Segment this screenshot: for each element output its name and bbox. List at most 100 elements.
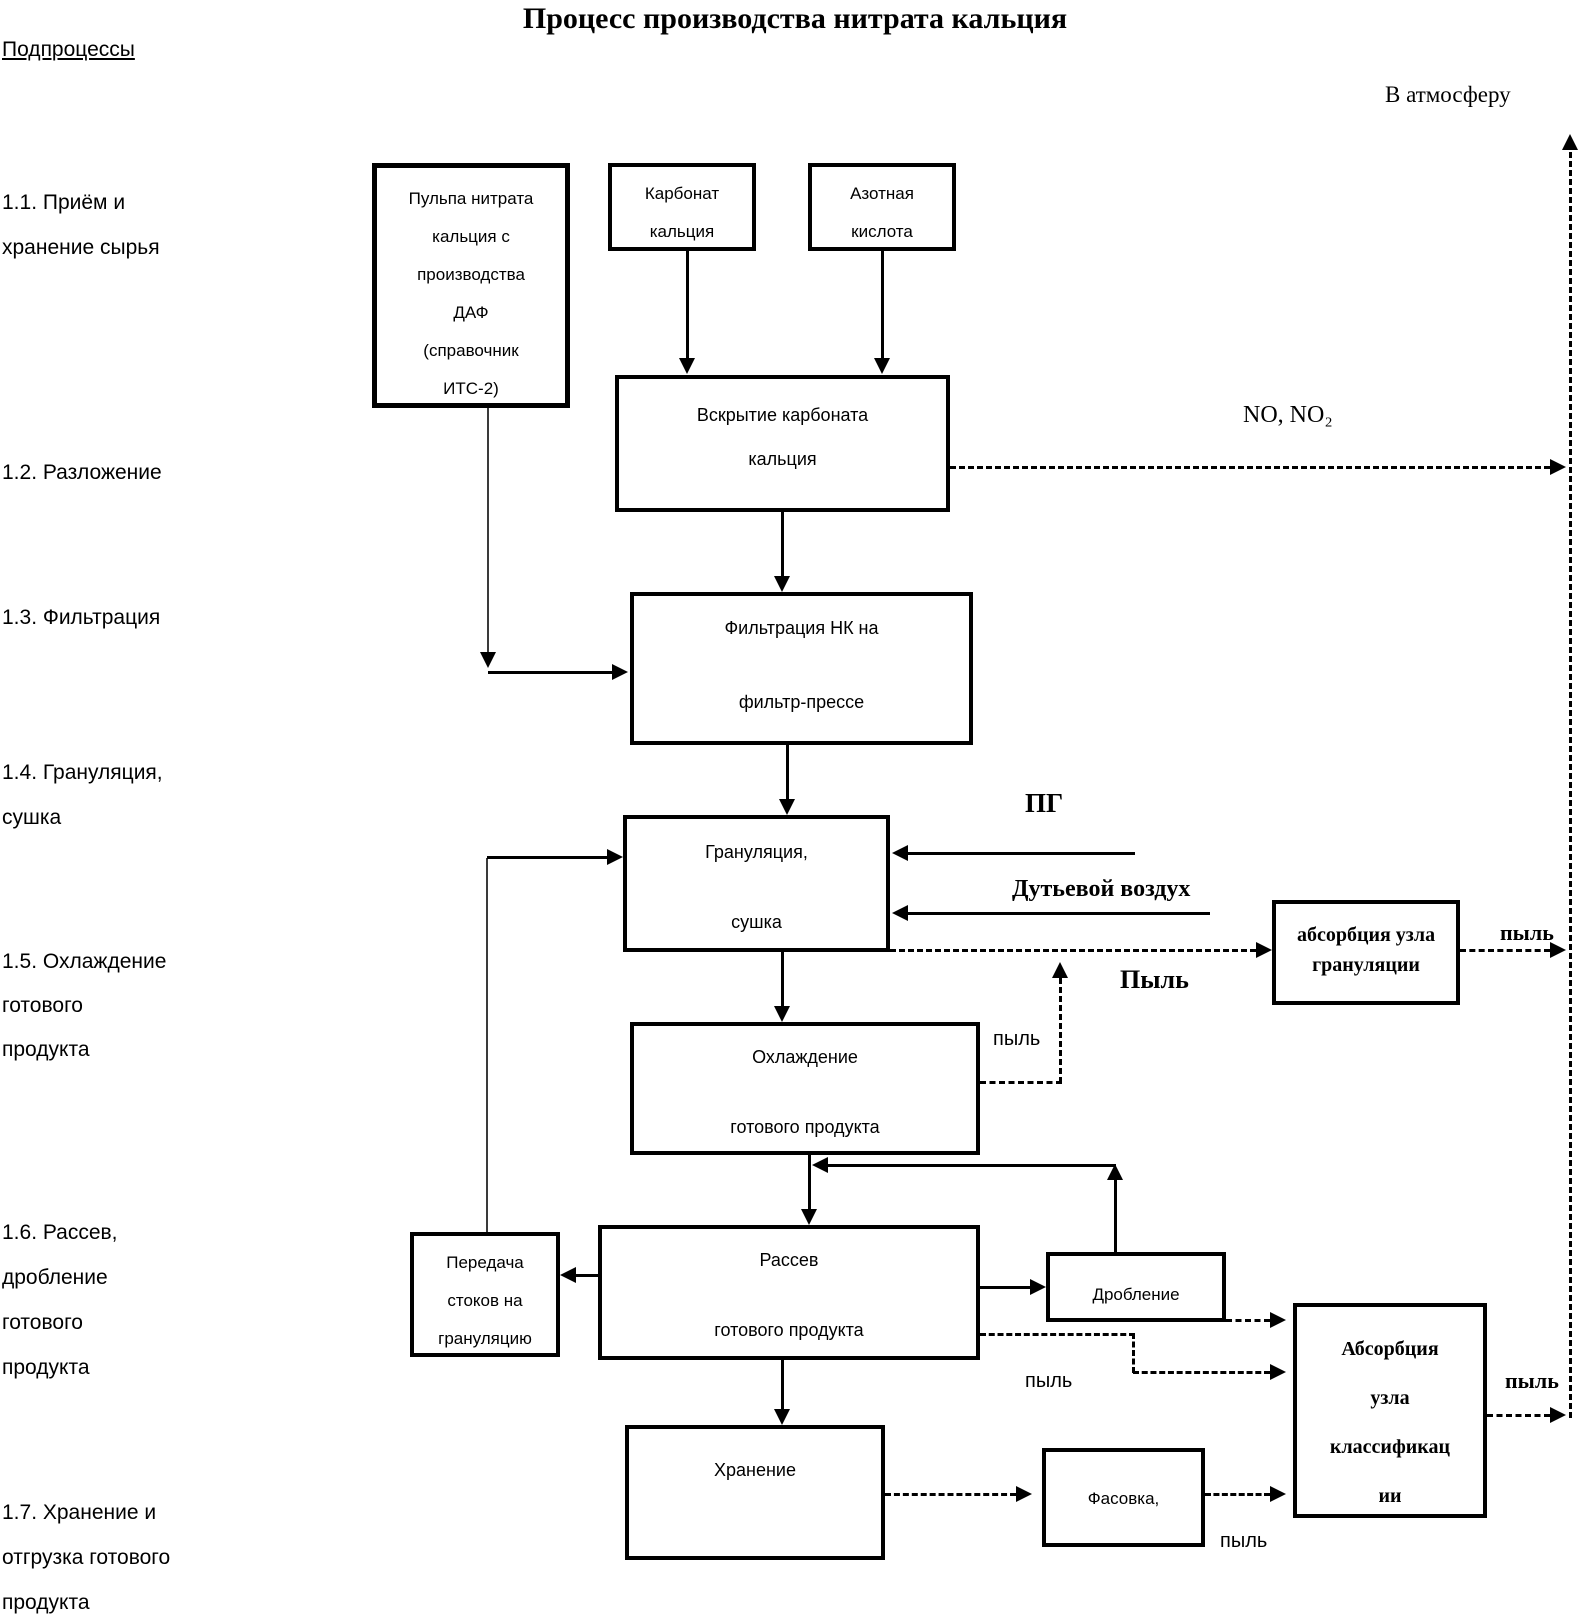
line-cooling-dust-out <box>980 1081 1062 1084</box>
line-pulp-down <box>487 408 489 652</box>
line-atmosphere-riser <box>1569 152 1572 1418</box>
box-transfer-label: Передача стоков на грануляцию <box>438 1253 532 1348</box>
arrowhead-sieving-to-crushing <box>1030 1279 1046 1295</box>
line-opening-to-filtration <box>781 512 784 576</box>
arrowhead-acid-to-opening <box>874 358 890 374</box>
box-opening-label: Вскрытие карбоната кальция <box>696 405 869 469</box>
line-sieving-to-transfer <box>576 1274 598 1277</box>
to-atmosphere-label: В атмосферу <box>1385 82 1511 107</box>
arrowhead-blast-air-in <box>892 905 908 921</box>
box-pulp: Пульпа нитрата кальция с производства ДА… <box>372 163 570 408</box>
box-filtration: Фильтрация НК на фильтр-прессе <box>630 592 973 745</box>
line-pulp-to-filtration <box>488 671 612 674</box>
line-transfer-up <box>486 858 488 1232</box>
arrowhead-sieving-to-storage <box>774 1409 790 1425</box>
arrowhead-abs-granulation-to-atmosphere <box>1550 942 1566 958</box>
line-transfer-to-granulation <box>487 856 607 859</box>
box-packing-label: Фасовка, <box>1087 1489 1160 1508</box>
line-cooling-to-sieving <box>808 1155 811 1209</box>
box-nitric-acid: Азотная кислота <box>808 163 956 251</box>
subprocess-heading: Подпроцессы <box>2 38 135 61</box>
box-carbonate-label: Карбонат кальция <box>644 184 720 241</box>
box-filtration-label: Фильтрация НК на фильтр-прессе <box>724 618 879 712</box>
arrowhead-granulation-dust-to-absorber <box>1256 942 1272 958</box>
box-storage: Хранение <box>625 1425 885 1560</box>
line-cooling-dust-up <box>1059 978 1062 1083</box>
line-abs-classification-to-atmosphere <box>1487 1414 1550 1417</box>
box-carbonate: Карбонат кальция <box>608 163 756 251</box>
subprocess-1-7: 1.7. Хранение и отгрузка готового продук… <box>2 1501 171 1614</box>
arrowhead-atmosphere-riser <box>1562 134 1578 150</box>
dust-label-granulation: Пыль <box>1120 965 1189 994</box>
arrowhead-pulp-to-filtration <box>612 664 628 680</box>
box-crushing-label: Дробление <box>1092 1285 1180 1304</box>
arrowhead-cooling-to-sieving <box>801 1209 817 1225</box>
box-pulp-label: Пульпа нитрата кальция с производства ДА… <box>408 189 534 398</box>
process-gas-label: ПГ <box>1025 788 1064 818</box>
arrowhead-carbonate-to-opening <box>679 358 695 374</box>
subprocess-1-4: 1.4. Грануляция, сушка <box>2 761 163 829</box>
arrowhead-process-gas-in <box>892 845 908 861</box>
line-sieving-to-crushing <box>980 1286 1030 1289</box>
line-blast-air-in <box>908 912 1210 915</box>
arrowhead-sieving-dust-to-absorber <box>1270 1364 1286 1380</box>
line-abs-granulation-to-atmosphere <box>1460 949 1550 952</box>
subprocess-1-6: 1.6. Рассев, дробление готового продукта <box>2 1221 118 1379</box>
box-opening: Вскрытие карбоната кальция <box>615 375 950 512</box>
line-crushing-dust-to-absorber <box>1226 1319 1270 1322</box>
line-sieving-dust-down <box>1132 1333 1135 1373</box>
line-no-nox-emission <box>950 466 1550 469</box>
box-granulation-label: Грануляция, сушка <box>705 842 808 932</box>
box-sieving-label: Рассев готового продукта <box>714 1250 864 1340</box>
subprocess-1-3: 1.3. Фильтрация <box>2 606 161 629</box>
arrowhead-packing-dust-to-absorber <box>1270 1486 1286 1502</box>
line-crushing-return-left <box>824 1164 1116 1167</box>
arrowhead-crushing-return-left <box>812 1157 828 1173</box>
arrowhead-crushing-return-up <box>1107 1164 1123 1180</box>
line-granulation-to-cooling <box>781 952 784 1006</box>
arrowhead-opening-to-filtration <box>774 576 790 592</box>
box-nitric-acid-label: Азотная кислота <box>850 184 914 241</box>
line-packing-dust-to-absorber <box>1205 1493 1270 1496</box>
arrowhead-storage-to-packing <box>1016 1486 1032 1502</box>
dust-label-packing: пыль <box>1220 1530 1268 1552</box>
line-acid-to-opening <box>881 250 884 358</box>
box-absorption-classification-label: Абсорбция узла классификац ии <box>1329 1338 1451 1507</box>
arrowhead-transfer-to-granulation <box>607 849 623 865</box>
box-sieving: Рассев готового продукта <box>598 1225 980 1360</box>
line-granulation-dust-to-absorber <box>890 949 1256 952</box>
line-filtration-to-granulation <box>786 745 789 799</box>
arrowhead-sieving-to-transfer <box>560 1267 576 1283</box>
blast-air-label: Дутьевой воздух <box>1012 876 1191 902</box>
line-carbonate-to-opening <box>686 250 689 358</box>
box-absorption-granulation: абсорбция узла грануляции <box>1272 900 1460 1005</box>
subprocess-1-1: 1.1. Приём и хранение сырья <box>2 191 160 259</box>
subprocess-1-5: 1.5. Охлаждение готового продукта <box>2 950 167 1061</box>
subprocess-1-2: 1.2. Разложение <box>2 461 162 484</box>
box-packing: Фасовка, <box>1042 1448 1205 1547</box>
arrowhead-crushing-dust-to-absorber <box>1270 1312 1286 1328</box>
dust-label-abs-granulation-out: пыль <box>1500 920 1554 945</box>
line-sieving-dust-out <box>980 1333 1135 1336</box>
line-crushing-return-up <box>1114 1180 1117 1252</box>
box-absorption-classification: Абсорбция узла классификац ии <box>1293 1303 1487 1518</box>
box-absorption-granulation-label: абсорбция узла грануляции <box>1296 924 1436 976</box>
dust-label-abs-classification-out: пыль <box>1505 1368 1559 1393</box>
line-storage-to-packing <box>885 1493 1016 1496</box>
dust-label-cooling: пыль <box>993 1028 1041 1050</box>
arrowhead-pulp-down <box>480 652 496 668</box>
arrowhead-granulation-to-cooling <box>774 1006 790 1022</box>
line-process-gas-in <box>908 852 1135 855</box>
box-crushing: Дробление <box>1046 1252 1226 1322</box>
page-title: Процесс производства нитрата кальция <box>522 2 1068 35</box>
arrowhead-cooling-dust-up <box>1052 962 1068 978</box>
arrowhead-filtration-to-granulation <box>779 799 795 815</box>
box-transfer: Передача стоков на грануляцию <box>410 1232 560 1357</box>
box-granulation: Грануляция, сушка <box>623 815 890 952</box>
line-sieving-dust-to-absorber <box>1133 1371 1270 1374</box>
dust-label-sieving: пыль <box>1025 1370 1073 1392</box>
box-cooling: Охлаждение готового продукта <box>630 1022 980 1155</box>
no-nox-label: NO, NO₂ <box>1243 402 1333 428</box>
arrowhead-no-nox-emission <box>1550 459 1566 475</box>
